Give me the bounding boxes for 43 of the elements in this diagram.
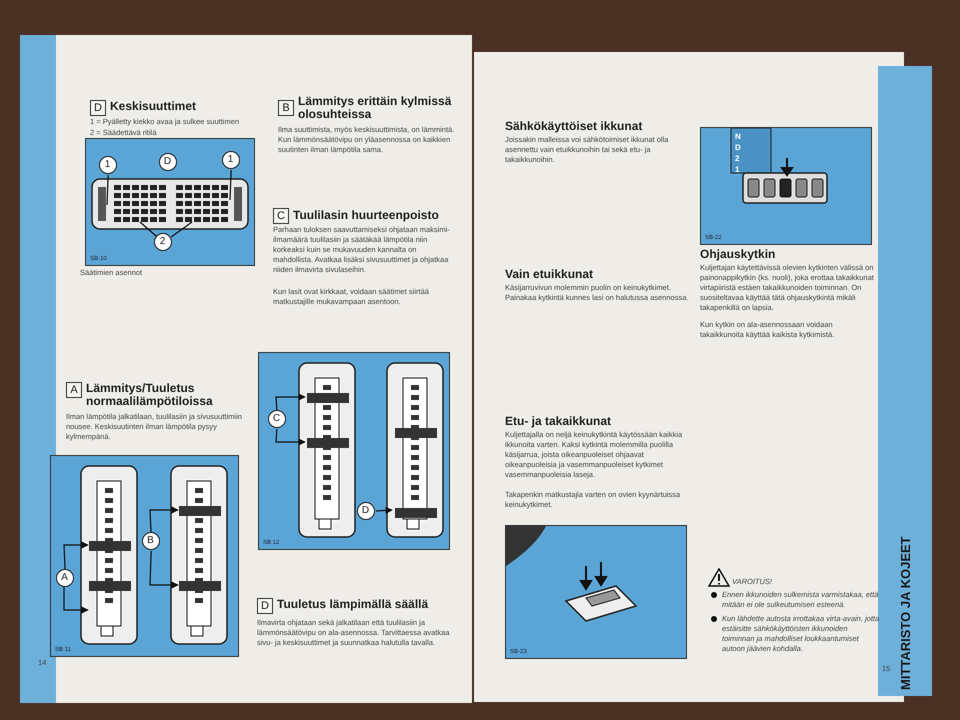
- section-heading: Keskisuuttimet: [110, 100, 198, 113]
- section-heading: Lämmitys/Tuuletus normaalilämpötiloissa: [86, 382, 214, 408]
- leader-line: [275, 393, 306, 410]
- section-heading: Lämmitys erittäin kylmissä olosuhteissa: [298, 95, 452, 121]
- section-heading: Ohjauskytkin: [700, 248, 776, 261]
- callout-number: 2: [154, 232, 172, 250]
- leader-line: [106, 174, 109, 206]
- callout-number: D: [356, 502, 374, 520]
- section-heading: Vain etuikkunat: [505, 268, 594, 281]
- figure-panel: [85, 138, 255, 266]
- gear-letter: 1: [735, 165, 740, 174]
- section-heading: Etu- ja takaikkunat: [505, 415, 612, 428]
- section-heading: Tuulilasin huurteenpoisto: [293, 209, 440, 222]
- gear-letter: D: [735, 143, 741, 152]
- leader-line: [140, 222, 157, 237]
- leader-line: [229, 170, 232, 200]
- callout-number: B: [142, 532, 160, 550]
- figure-panel: [700, 127, 872, 245]
- letter-box: D: [90, 100, 106, 116]
- leader-line: [63, 586, 89, 614]
- letter-box: C: [273, 208, 289, 224]
- leader-line: [376, 506, 393, 514]
- side-tab-title: MITTARISTO JA KOJEET: [898, 536, 913, 690]
- figure-panel: [505, 525, 687, 659]
- gear-letter: N: [735, 132, 741, 141]
- leader-line: [149, 550, 179, 589]
- callout-number: D: [158, 152, 176, 170]
- figure-panel: [50, 455, 239, 657]
- callout-number: C: [268, 410, 286, 428]
- leader-line: [63, 541, 89, 570]
- letter-box: D: [257, 598, 273, 614]
- gear-letter: 2: [735, 154, 740, 163]
- callout-number: A: [56, 568, 74, 586]
- figure-panel: [258, 352, 450, 550]
- callout-number: 1: [98, 156, 116, 174]
- leader-line: [275, 428, 306, 446]
- letter-box: A: [66, 382, 82, 398]
- section-heading: Tuuletus lämpimällä säällä: [277, 598, 430, 611]
- leader-line: [170, 222, 192, 238]
- section-heading: Sähkökäyttöiset ikkunat: [505, 120, 644, 133]
- callout-number: 1: [222, 150, 240, 168]
- letter-box: B: [278, 100, 294, 116]
- leader-line: [149, 506, 179, 532]
